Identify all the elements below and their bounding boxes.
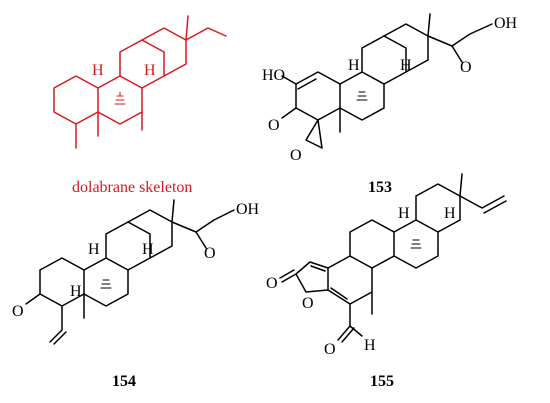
atom-label-h: H: [142, 241, 154, 258]
atom-label-ho: HO: [262, 67, 285, 84]
atom-label-o: O: [204, 245, 216, 262]
atom-label-o: O: [12, 303, 24, 320]
hashed-methyl: [356, 91, 368, 101]
caption-dolabrane: dolabrane skeleton: [72, 179, 192, 196]
hashed-methyl: [114, 91, 126, 105]
atom-label-h: H: [144, 62, 156, 79]
atom-label-h: H: [398, 205, 410, 222]
structure-dolabrane: H H dolabrane skeleton: [53, 15, 227, 196]
atom-label-o: O: [324, 341, 336, 358]
atom-label-h: H: [88, 241, 100, 258]
structure-154: H H H OH O O 154: [12, 199, 260, 390]
atom-label-o: O: [302, 295, 314, 312]
atom-label-o: O: [266, 275, 278, 292]
atom-label-o: O: [460, 59, 472, 76]
atom-label-o: O: [290, 147, 302, 164]
atom-label-oh: OH: [494, 15, 518, 32]
atom-label-h: H: [444, 205, 456, 222]
caption-155: 155: [370, 373, 394, 390]
caption-154: 154: [112, 373, 136, 390]
atom-label-h: H: [400, 57, 412, 74]
caption-153: 153: [368, 179, 392, 196]
structure-155: O O H H O H 155: [266, 173, 507, 390]
hashed-methyl: [410, 239, 422, 249]
atom-label-oh: OH: [236, 201, 260, 218]
atom-label-o: O: [268, 117, 280, 134]
hashed-methyl: [100, 279, 112, 289]
atom-label-h: H: [92, 62, 104, 79]
atom-label-h: H: [348, 57, 360, 74]
atom-label-h: H: [364, 337, 376, 354]
atom-label-h: H: [70, 283, 82, 300]
structure-153: HO OH O O H H O 153: [262, 13, 518, 196]
